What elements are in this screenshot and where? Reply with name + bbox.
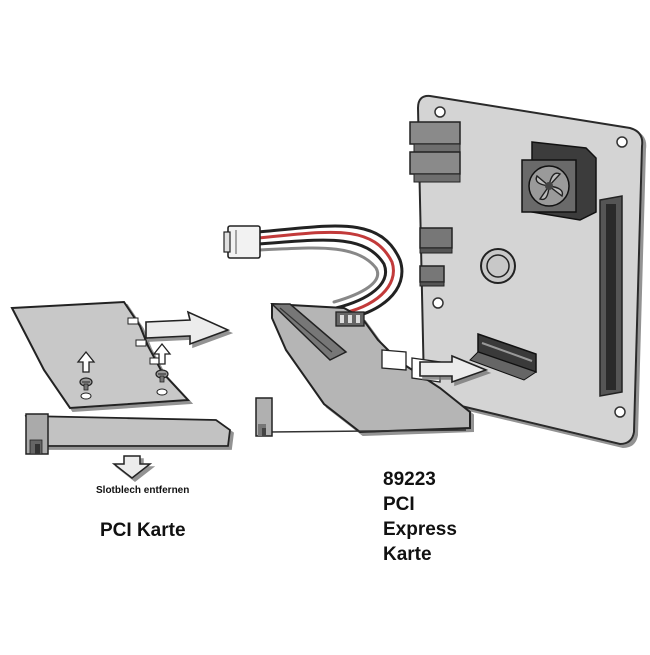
label-pcie-line: PCI bbox=[383, 494, 415, 515]
power-header bbox=[335, 311, 365, 327]
chip bbox=[419, 281, 445, 287]
arrow-right-icon bbox=[419, 354, 489, 384]
chip bbox=[419, 227, 453, 249]
arrow-down-icon bbox=[111, 455, 153, 479]
cpu-cooler bbox=[521, 141, 597, 221]
arrow-up-icon bbox=[76, 350, 96, 373]
arrow-up-icon bbox=[152, 342, 172, 365]
label-remove-slot-bracket: Slotblech entfernen bbox=[96, 485, 190, 496]
pcie-slot-bracket bbox=[255, 397, 467, 437]
pci-card bbox=[10, 300, 191, 410]
arrow-right-icon bbox=[145, 310, 231, 346]
chip bbox=[419, 265, 445, 283]
label-pci-card: PCI Karte bbox=[100, 520, 186, 541]
motherboard bbox=[409, 94, 644, 446]
mount-hole-icon bbox=[616, 136, 628, 148]
label-pcie-line: Express bbox=[383, 519, 457, 540]
pcie-slot bbox=[469, 332, 538, 381]
io-ports bbox=[409, 121, 461, 183]
pcie-card bbox=[255, 302, 471, 437]
power-cable bbox=[256, 224, 404, 322]
label-pcie-line: Karte bbox=[383, 544, 432, 565]
chip bbox=[419, 247, 453, 254]
battery-icon bbox=[480, 248, 516, 284]
mount-hole-icon bbox=[434, 106, 446, 118]
label-pcie-card: 89223 PCI Express Karte bbox=[383, 467, 457, 567]
mount-hole-icon bbox=[432, 297, 444, 309]
screw-icon bbox=[155, 369, 169, 383]
mount-hole-icon bbox=[614, 406, 626, 418]
label-pcie-line: 89223 bbox=[383, 469, 436, 490]
molex-connector bbox=[223, 225, 261, 259]
pci-slot-bracket bbox=[24, 413, 231, 455]
screw-icon bbox=[79, 377, 93, 391]
